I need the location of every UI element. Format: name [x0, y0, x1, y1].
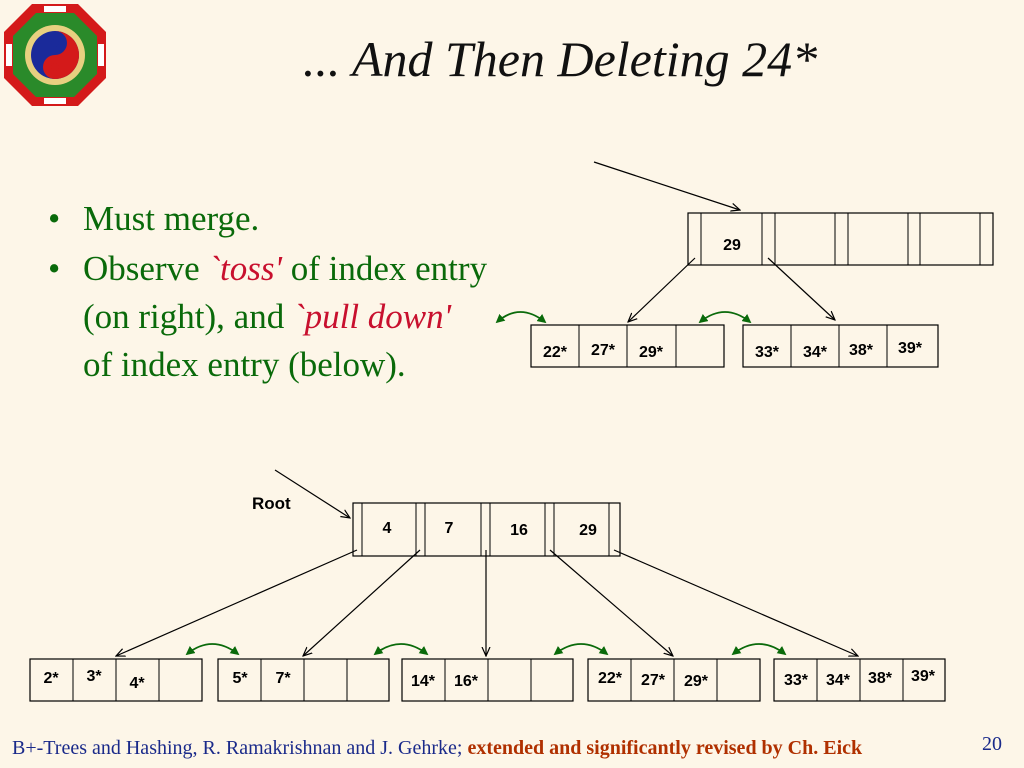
bullet-dot: • [48, 199, 61, 238]
sibling-link-arrow [495, 311, 547, 324]
logo-icon [4, 4, 106, 106]
leaf-entry: 39* [911, 668, 936, 685]
bullet-text: of index entry (on right), and [83, 249, 488, 336]
leaf-entry: 29* [639, 344, 664, 361]
leaf-entry: 22* [598, 670, 623, 687]
leaf-entry: 34* [826, 672, 851, 689]
leaf-node-4: 22* 27* 29* [587, 658, 761, 702]
child-pointer-arrow [116, 549, 358, 656]
leaf-entry: 38* [849, 342, 874, 359]
child-pointer-arrow [628, 257, 696, 322]
sibling-link-arrow [553, 643, 609, 656]
index-key: 7 [445, 520, 454, 537]
child-pointer-arrow [767, 257, 835, 320]
upper-leaf-right: 33* 34* 38* 39* [742, 324, 939, 368]
leaf-entry: 2* [43, 670, 59, 687]
footer-credit: B+-Trees and Hashing, R. Ramakrishnan an… [12, 737, 862, 760]
index-key: 16 [510, 522, 528, 539]
bullet-dot: • [48, 249, 61, 288]
footer-plain: B+-Trees and Hashing, R. Ramakrishnan an… [12, 737, 468, 759]
leaf-box [742, 324, 939, 368]
leaf-entry: 27* [641, 672, 666, 689]
index-key: 29 [579, 522, 597, 539]
leaf-entry: 4* [129, 675, 145, 692]
page-number: 20 [982, 733, 1002, 755]
bullet-text: Must merge. [83, 199, 260, 238]
emphasis-toss: `toss' [208, 249, 282, 288]
bullet-text: Observe [83, 249, 209, 288]
root-pointer-arrow [274, 469, 350, 518]
leaf-entry: 34* [803, 344, 828, 361]
slide-title: ... And Then Deleting 24* [302, 31, 818, 87]
leaf-entry: 5* [232, 670, 248, 687]
child-pointer-arrow [549, 549, 673, 656]
leaf-entry: 39* [898, 340, 923, 357]
leaf-node-5: 33* 34* 38* 39* [773, 658, 946, 702]
leaf-entry: 7* [275, 670, 291, 687]
bullet-text: of index entry (below). [83, 345, 406, 384]
leaf-entry: 27* [591, 342, 616, 359]
child-pointer-arrow [303, 549, 421, 656]
sibling-link-arrow [373, 643, 429, 656]
sibling-link-arrow [185, 643, 240, 656]
index-key: 4 [383, 520, 392, 537]
upper-index-node: 29 [687, 212, 994, 266]
leaf-entry: 22* [543, 344, 568, 361]
emphasis-pull-down: `pull down' [292, 297, 452, 336]
leaf-node-1: 2* 3* 4* [29, 658, 203, 702]
leaf-entry: 33* [755, 344, 780, 361]
leaf-entry: 38* [868, 670, 893, 687]
index-key: 29 [723, 237, 741, 254]
sibling-link-arrow [731, 643, 787, 656]
child-pointer-arrow [613, 549, 858, 656]
bullet-item: • Must merge. [48, 195, 488, 243]
leaf-entry: 3* [86, 668, 102, 685]
bullet-item: • Observe `toss' of index entry (on right… [48, 245, 488, 389]
leaf-node-3: 14* 16* [401, 658, 574, 702]
leaf-entry: 16* [454, 673, 479, 690]
upper-leaf-left: 22* 27* 29* [530, 324, 725, 368]
incoming-pointer-arrow [593, 161, 740, 210]
leaf-entry: 33* [784, 672, 809, 689]
bullet-list: • Must merge. • Observe `toss' of index en… [48, 195, 488, 391]
footer-bold: extended and significantly revised by Ch… [467, 737, 863, 759]
leaf-entry: 29* [684, 673, 709, 690]
root-label: Root [252, 494, 291, 513]
leaf-entry: 14* [411, 673, 436, 690]
sibling-link-arrow [698, 311, 752, 324]
index-node-box [687, 212, 994, 266]
root-index-node: 4 7 16 29 [352, 502, 621, 557]
leaf-node-2: 5* 7* [217, 658, 390, 702]
